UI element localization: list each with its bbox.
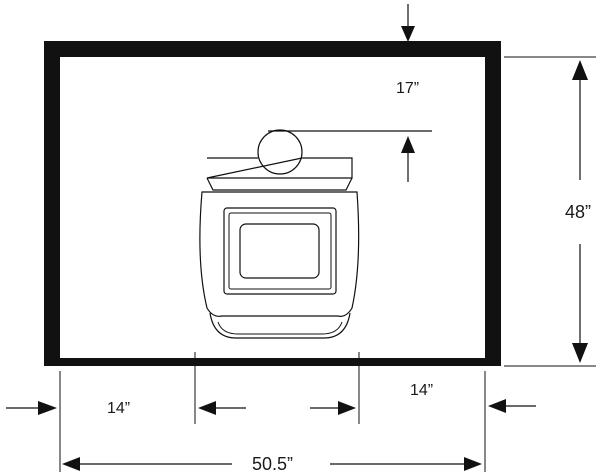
side-clearance-dimensions: 14” 14” 50.5” — [6, 352, 536, 474]
depth-label: 48” — [565, 202, 591, 222]
left-clearance-label: 14” — [107, 400, 130, 417]
right-clearance-label: 14” — [410, 382, 433, 399]
depth-dimension: 48” — [504, 56, 596, 367]
alcove-walls — [44, 41, 501, 366]
stove-body — [199, 191, 360, 317]
top-clearance-label: 17” — [396, 80, 419, 97]
stove-base — [209, 312, 351, 339]
stove-icon — [199, 129, 360, 339]
wall-right — [485, 41, 501, 366]
stove-window — [239, 223, 320, 279]
wall-top — [44, 41, 501, 57]
stove-top — [206, 157, 353, 179]
flue-collar — [257, 129, 303, 175]
total-width-label: 50.5” — [252, 454, 293, 474]
wall-bottom — [44, 358, 501, 366]
stove-door — [223, 207, 337, 295]
wall-left — [44, 41, 60, 366]
